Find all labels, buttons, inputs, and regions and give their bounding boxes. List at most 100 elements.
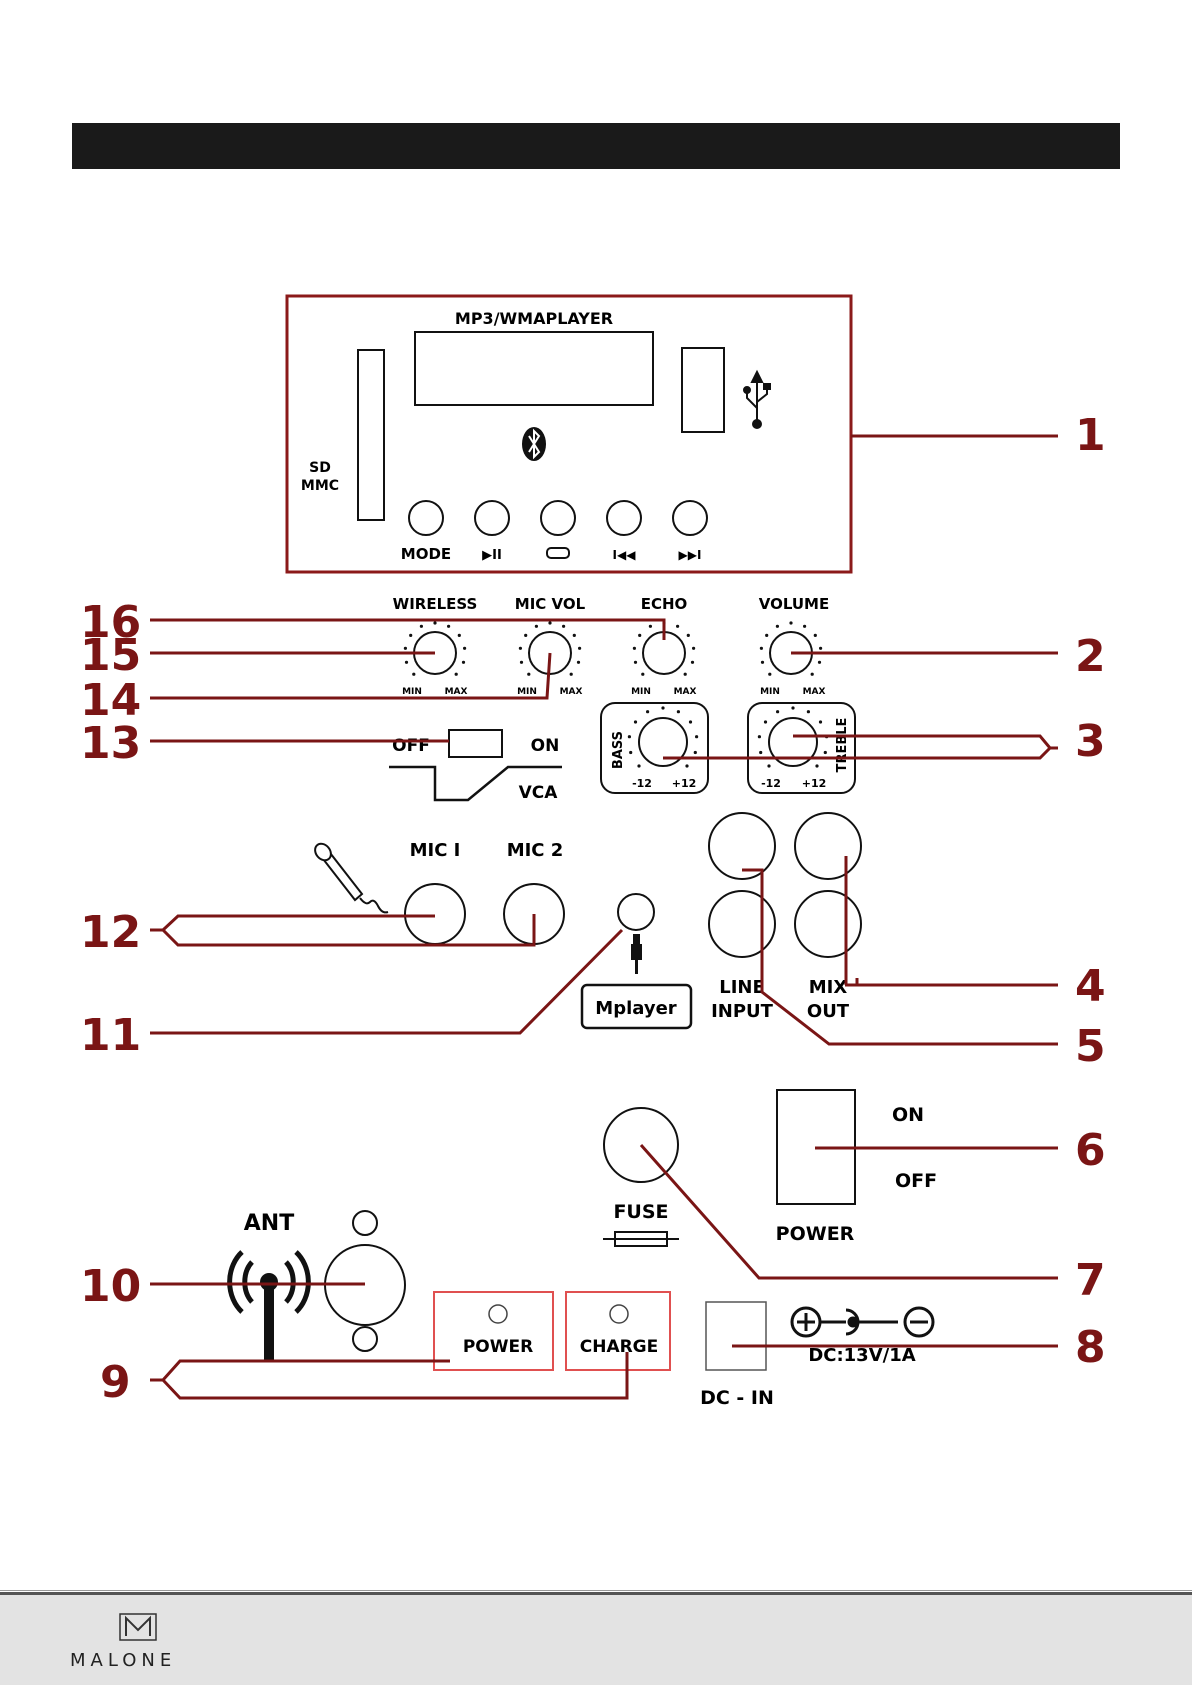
next-button (673, 501, 707, 535)
power-off-label: OFF (895, 1170, 937, 1192)
knob-dot (562, 625, 565, 628)
bass-plus: +12 (672, 777, 697, 790)
knob-dot (520, 661, 523, 664)
callout-11: 11 (80, 1010, 141, 1061)
knob-dot (524, 634, 527, 637)
knob-dot (447, 625, 450, 628)
sd-slot (358, 350, 384, 520)
led-power-label: POWER (463, 1337, 533, 1357)
ant-label: ANT (244, 1211, 294, 1236)
callout-6: 6 (1075, 1125, 1106, 1176)
knob-dot (634, 661, 637, 664)
microphone-icon (312, 841, 388, 913)
knob-dot (649, 625, 652, 628)
power-label: POWER (776, 1223, 855, 1245)
antenna-icon (230, 1252, 309, 1362)
knob-dot (535, 625, 538, 628)
knob-dot (814, 634, 817, 637)
callout-5: 5 (1075, 1021, 1106, 1072)
callout-8: 8 (1075, 1322, 1106, 1373)
bluetooth-icon (522, 427, 546, 461)
knob-dot (641, 673, 644, 676)
knob-dot (463, 647, 466, 650)
mic1-jack (405, 884, 465, 944)
led-power-box (434, 1292, 553, 1370)
mic1-label: MIC I (410, 840, 461, 861)
knob-dot (819, 720, 822, 723)
knob-dot (677, 710, 680, 713)
knob-dot (527, 673, 530, 676)
knob-dot (433, 621, 436, 624)
knob-dot (458, 634, 461, 637)
led-charge-label: CHARGE (580, 1337, 659, 1357)
vca-switch (449, 730, 502, 757)
callout-3: 3 (1075, 716, 1106, 767)
volume-label: VOLUME (759, 595, 829, 613)
knob-dot (573, 634, 576, 637)
callout-4: 4 (1075, 961, 1106, 1012)
vca-off-label: OFF (392, 736, 430, 756)
mode-button (409, 501, 443, 535)
knob-dot (634, 720, 637, 723)
led-charge-box (566, 1292, 670, 1370)
usb-icon (744, 372, 770, 428)
mix-out-jack-top (795, 813, 861, 879)
knob-dot (455, 673, 458, 676)
knob-dot (824, 751, 827, 754)
volume-min: MIN (760, 687, 780, 697)
mic-vol-max: MAX (560, 687, 583, 697)
knob-dot (767, 764, 770, 767)
footer (0, 1592, 1192, 1685)
line-label: LINE (719, 977, 765, 998)
fuse-icon (603, 1232, 679, 1246)
mic2-label: MIC 2 (507, 840, 564, 861)
usb-port (682, 348, 724, 432)
ant-screw-bottom (353, 1327, 377, 1351)
knob-dot (661, 706, 664, 709)
knob-dot (760, 647, 763, 650)
treble-minus: -12 (761, 777, 781, 790)
power-led (489, 1305, 507, 1323)
knob-dot (691, 661, 694, 664)
knob-dot (637, 764, 640, 767)
callout-12: 12 (80, 907, 141, 958)
knob-dot (776, 625, 779, 628)
aux-plug-icon (631, 934, 642, 974)
knob-dot (768, 673, 771, 676)
knob-dot (819, 647, 822, 650)
echo-label: ECHO (641, 595, 688, 613)
callout-lines (150, 436, 1058, 1398)
brand-name: MALONE (70, 1650, 176, 1671)
knob-dot (519, 647, 522, 650)
knob-dot (629, 751, 632, 754)
knob-dot (695, 735, 698, 738)
knob-dot (765, 634, 768, 637)
mode-label: MODE (401, 545, 451, 563)
charge-led (610, 1305, 628, 1323)
knob-dot (578, 647, 581, 650)
play-pause-label: ▶II (482, 548, 502, 563)
knob-dot (761, 661, 764, 664)
knob-dot (577, 661, 580, 664)
callout-1: 1 (1075, 410, 1106, 461)
input-label: INPUT (711, 1001, 774, 1022)
knob-dot (692, 647, 695, 650)
treble-plus: +12 (802, 777, 827, 790)
ant-screw-top (353, 1211, 377, 1235)
player-display (415, 332, 653, 405)
knob-dot (684, 673, 687, 676)
knob-dot (685, 764, 688, 767)
volume-max: MAX (803, 687, 826, 697)
mix-label: MIX (809, 977, 848, 998)
knob-dot (789, 621, 792, 624)
fuse-label: FUSE (613, 1201, 668, 1223)
knob-dot (628, 735, 631, 738)
callout-16: 16 (80, 597, 141, 648)
dc-in-label: DC - IN (700, 1387, 774, 1409)
mic-vol-label: MIC VOL (515, 595, 586, 613)
knob-dot (404, 647, 407, 650)
out-label: OUT (807, 1001, 850, 1022)
footer-divider (0, 1590, 1192, 1591)
vca-label: VCA (519, 783, 559, 803)
